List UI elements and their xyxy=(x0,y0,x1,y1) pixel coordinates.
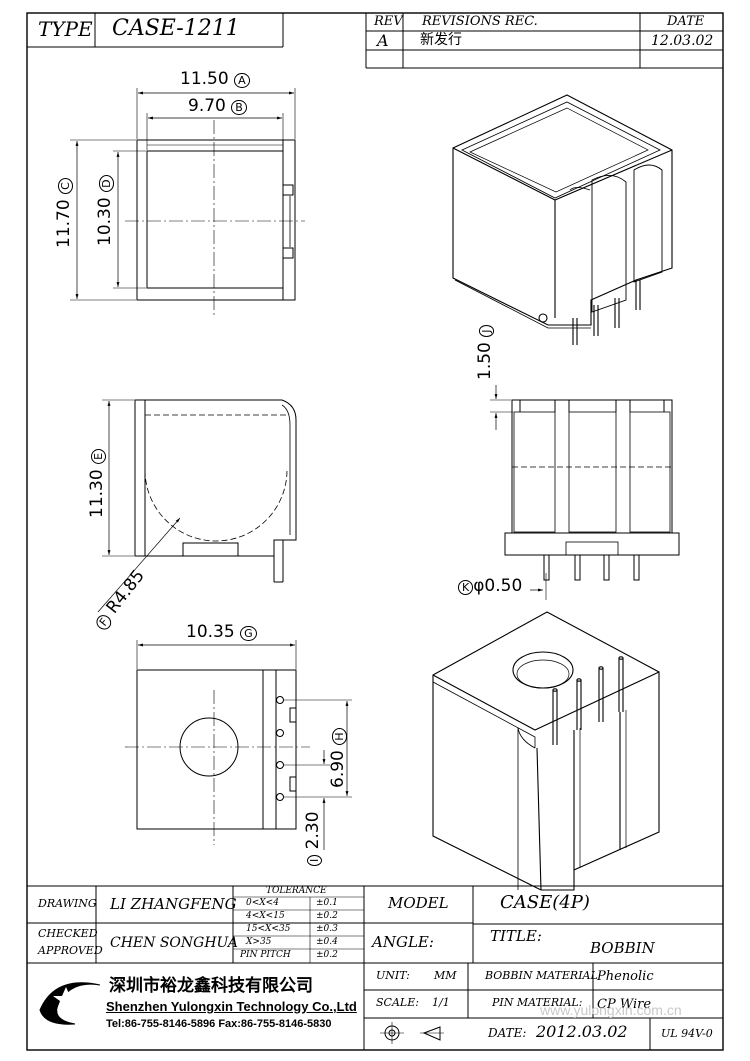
rev-label: REV xyxy=(374,14,403,29)
dim-g: 10.35 G xyxy=(186,624,257,641)
scale-label: SCALE: xyxy=(376,996,419,1009)
dim-c: 11.70 C xyxy=(54,178,74,248)
dim-b: 9.70 B xyxy=(188,98,247,115)
unit-value: MM xyxy=(434,969,457,982)
isometric-view-bottom xyxy=(432,611,660,891)
side-view xyxy=(97,399,297,613)
projection-symbol-icon xyxy=(380,1022,444,1044)
date-label: DATE xyxy=(667,14,705,29)
pin-material-label: PIN MATERIAL: xyxy=(492,996,583,1009)
tolerance-value-4: ±0.2 xyxy=(316,950,338,960)
revisions-label: REVISIONS REC. xyxy=(422,14,538,29)
dim-d: 10.30 D xyxy=(95,175,115,246)
tolerance-value-1: ±0.2 xyxy=(316,911,338,921)
dim-h: 6.90 H xyxy=(328,728,348,788)
model-value: CASE(4P) xyxy=(500,892,590,913)
dim-i: I 2.30 xyxy=(303,811,323,866)
rating-value: UL 94V-0 xyxy=(661,1027,713,1040)
dim-e: 11.30 E xyxy=(87,448,107,518)
revision-table xyxy=(365,13,723,69)
checked-label: CHECKED xyxy=(38,927,98,940)
bobbin-material-label: BOBBIN MATERIAL xyxy=(485,969,598,982)
front-view xyxy=(490,385,680,600)
unit-label: UNIT: xyxy=(376,969,410,982)
checked-value: CHEN SONGHUA xyxy=(110,935,239,951)
title-label: TITLE: xyxy=(490,927,542,945)
dim-a: 11.50 A xyxy=(180,71,250,88)
company-name-en: Shenzhen Yulongxin Technology Co.,Ltd xyxy=(106,999,357,1014)
title-value: BOBBIN xyxy=(590,939,655,957)
watermark: www.yulongxin.com.cn xyxy=(540,1002,682,1018)
tolerance-value-0: ±0.1 xyxy=(316,898,338,908)
tolerance-value-2: ±0.3 xyxy=(316,924,338,934)
dim-j: 1.50 J xyxy=(475,325,495,380)
type-box xyxy=(27,13,284,48)
pin-material-value: CP Wire xyxy=(597,997,652,1012)
tolerance-range-3: X>35 xyxy=(246,937,272,947)
tolerance-value-3: ±0.4 xyxy=(316,937,338,947)
type-value: CASE-1211 xyxy=(112,16,240,41)
top-view xyxy=(70,88,305,315)
revision-text: 新发行 xyxy=(420,32,462,48)
isometric-view-top xyxy=(452,94,673,345)
type-label: TYPE xyxy=(38,17,93,41)
scale-value: 1/1 xyxy=(432,996,450,1009)
revision-date: 12.03.02 xyxy=(651,33,714,49)
tolerance-range-2: 15<X<35 xyxy=(246,924,291,934)
bottom-view xyxy=(125,640,352,850)
date-field-value: 2012.03.02 xyxy=(536,1022,628,1041)
model-label: MODEL xyxy=(388,894,449,912)
sheet-border xyxy=(26,12,724,1051)
date-field-label: DATE: xyxy=(488,1026,527,1040)
company-name-cn: 深圳市裕龙鑫科技有限公司 xyxy=(109,976,313,996)
tolerance-range-4: PIN PITCH xyxy=(240,950,291,960)
drawing-label: DRAWING xyxy=(38,897,97,910)
tolerance-range-0: 0<X<4 xyxy=(246,898,279,908)
bobbin-material-value: Phenolic xyxy=(597,969,654,984)
tolerance-label: TOLERANCE xyxy=(266,886,327,896)
rev-value: A xyxy=(377,31,389,50)
title-block-grid xyxy=(27,885,723,1050)
angle-label: ANGLE: xyxy=(372,933,434,951)
drawing-value: LI ZHANGFENG xyxy=(110,895,237,913)
tolerance-range-1: 4<X<15 xyxy=(246,911,285,921)
company-logo-icon xyxy=(39,982,101,1025)
company-contact: Tel:86-755-8146-5896 Fax:86-755-8146-583… xyxy=(106,1018,332,1030)
approved-label: APPROVED xyxy=(38,944,103,957)
